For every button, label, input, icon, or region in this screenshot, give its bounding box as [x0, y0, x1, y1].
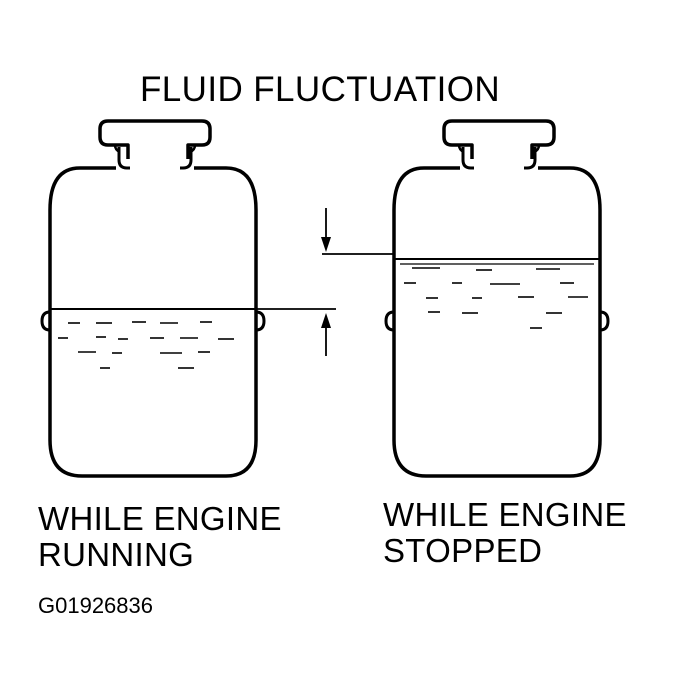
running-caption-line-1: WHILE ENGINE — [38, 500, 282, 537]
figure-id: G01926836 — [38, 593, 153, 618]
stopped-caption-line-1: WHILE ENGINE — [383, 496, 627, 533]
level-difference-indicator — [256, 208, 394, 356]
reservoir-cap-running — [98, 119, 212, 159]
reservoir-body-running — [48, 166, 258, 478]
reservoir-body-stopped — [392, 166, 602, 478]
reservoir-cap-stopped — [442, 119, 556, 159]
fluid-surface-marks-stopped — [404, 267, 588, 329]
arrow-down-icon — [321, 237, 331, 252]
stopped-caption-line-2: STOPPED — [383, 532, 543, 569]
diagram-title: FLUID FLUCTUATION — [140, 70, 501, 109]
reservoir-running — [40, 119, 266, 478]
arrow-up-icon — [321, 313, 331, 328]
reservoir-stopped — [384, 119, 610, 478]
running-caption-line-2: RUNNING — [38, 536, 195, 573]
fluid-surface-marks-running — [58, 321, 234, 369]
